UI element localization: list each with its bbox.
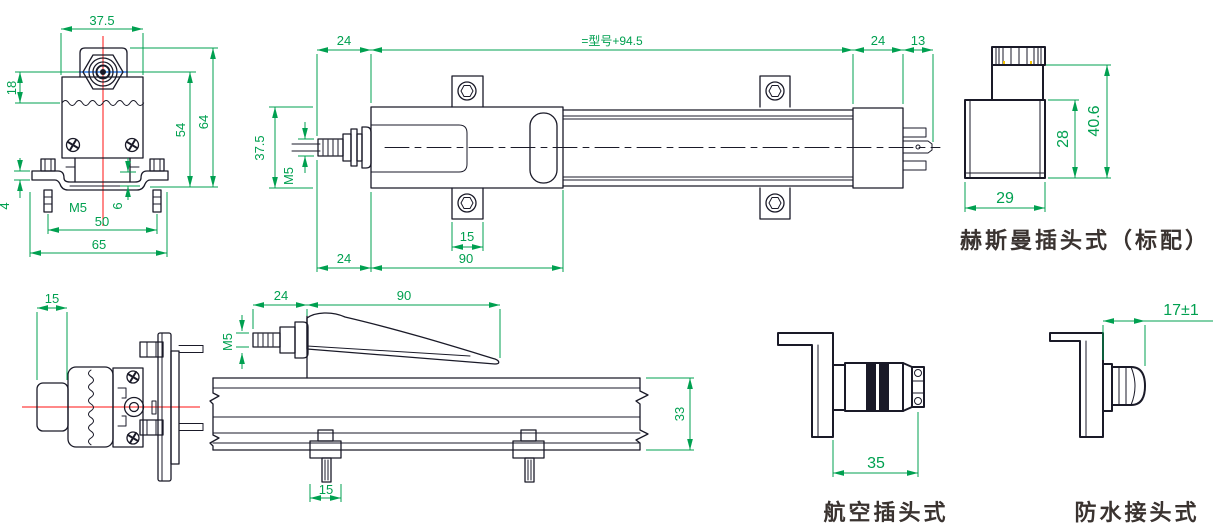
- aviation-dimensions: 35: [832, 412, 919, 477]
- dim-cap-width: 15: [45, 291, 59, 306]
- axial-view-dimensions: 15: [36, 291, 68, 380]
- dim-bracket-width: 65: [92, 237, 106, 252]
- dim-connector-overall-height: 40.6: [1086, 105, 1103, 136]
- hex-nut: [82, 54, 124, 90]
- mounting-ear-bottom-right: [759, 187, 791, 220]
- push-rod-top: [252, 321, 309, 359]
- dim-rod-extension-bottom: 24: [337, 251, 351, 266]
- dim-end-cap: 24: [871, 33, 885, 48]
- dim-rod-extension: 24: [274, 288, 288, 303]
- cam-blade: [306, 312, 500, 365]
- mounting-ear-top-right: [759, 75, 791, 108]
- dim-pin-length: 13: [911, 33, 925, 48]
- side-view-dimensions: 24 =型号+94.5 24 13 37.5 M5 15: [252, 33, 934, 272]
- connector-pins: [902, 127, 933, 171]
- aviation-outline: [777, 332, 925, 438]
- rod-end-circle: [123, 396, 145, 418]
- front-view-dimensions: 37.5 18 54 64 4 M5 6: [0, 13, 218, 257]
- waterproof-view: 17±1 防水接头式: [1049, 302, 1213, 525]
- hirschmann-outline: [964, 46, 1046, 179]
- sensor-side-outline: [291, 75, 933, 220]
- caption-waterproof: 防水接头式: [1074, 500, 1199, 525]
- dim-rod-thread: M5: [220, 333, 235, 351]
- dim-aviation-length: 35: [867, 455, 885, 472]
- axial-outline: [36, 332, 204, 482]
- mounting-ear-top-left: [451, 75, 484, 108]
- caption-aviation: 航空插头式: [823, 500, 948, 525]
- top-view-dimensions: 24 90 M5 33 15: [220, 288, 694, 502]
- dim-step-height: 6: [110, 202, 125, 209]
- axial-view: 15: [22, 291, 204, 482]
- dim-bolt-thread: M5: [69, 200, 87, 215]
- caption-hirschmann: 赫斯曼插头式（标配）: [960, 228, 1210, 253]
- dim-connector-body-width: 29: [996, 190, 1014, 207]
- axial-screw-bottom: [126, 431, 140, 445]
- axial-bolt-bottom: [139, 419, 204, 436]
- dim-rod-extension: 24: [337, 33, 351, 48]
- dim-overall-length: =型号+94.5: [581, 34, 643, 48]
- front-screw-right: [124, 137, 140, 153]
- dim-clamp-width: 15: [319, 482, 333, 497]
- dim-overall-height: 64: [196, 115, 211, 129]
- dim-flange-thickness: 4: [0, 202, 12, 209]
- waterproof-outline: [1049, 332, 1146, 438]
- dim-rail-width: 33: [672, 407, 687, 421]
- bracket-bolt-left: [40, 158, 56, 213]
- dim-rod-thread: M5: [281, 167, 296, 185]
- dim-body-width: 37.5: [89, 13, 114, 28]
- dim-inner-height: 54: [173, 123, 188, 137]
- top-view-outline: [209, 312, 649, 483]
- dim-slider-length: 90: [459, 251, 473, 266]
- bracket-bolt-right: [149, 158, 165, 213]
- axial-screw-top: [126, 370, 140, 384]
- dim-waterproof-length: 17±1: [1163, 302, 1199, 319]
- mounting-ear-bottom-left: [451, 187, 484, 220]
- dim-ear-width: 15: [460, 229, 474, 244]
- top-view: 24 90 M5 33 15: [209, 288, 694, 502]
- front-screw-left: [65, 137, 81, 153]
- dim-nut-to-boot: 18: [4, 81, 19, 95]
- waterproof-dimensions: 17±1: [1102, 302, 1213, 366]
- dim-bolt-spacing: 50: [95, 214, 109, 229]
- dim-body-height: 37.5: [252, 135, 267, 160]
- mounting-bracket: [31, 170, 169, 191]
- hirschmann-dimensions: 28 40.6 29: [964, 64, 1111, 212]
- rail-clamp-left: [309, 429, 342, 483]
- dim-slider-length: 90: [397, 288, 411, 303]
- axial-bolt-top: [139, 341, 204, 358]
- boot-wavy-line: [61, 100, 145, 106]
- boot-wavy-line: [88, 369, 94, 446]
- hirschmann-view: 28 40.6 29 赫斯曼插头式（标配）: [960, 46, 1210, 253]
- dim-connector-body-height: 28: [1055, 130, 1072, 148]
- side-view: 24 =型号+94.5 24 13 37.5 M5 15: [252, 33, 941, 272]
- push-rod: [291, 126, 372, 169]
- rail-clamp-right: [512, 429, 545, 483]
- aviation-view: 35 航空插头式: [777, 332, 948, 525]
- front-view: 37.5 18 54 64 4 M5 6: [0, 13, 218, 257]
